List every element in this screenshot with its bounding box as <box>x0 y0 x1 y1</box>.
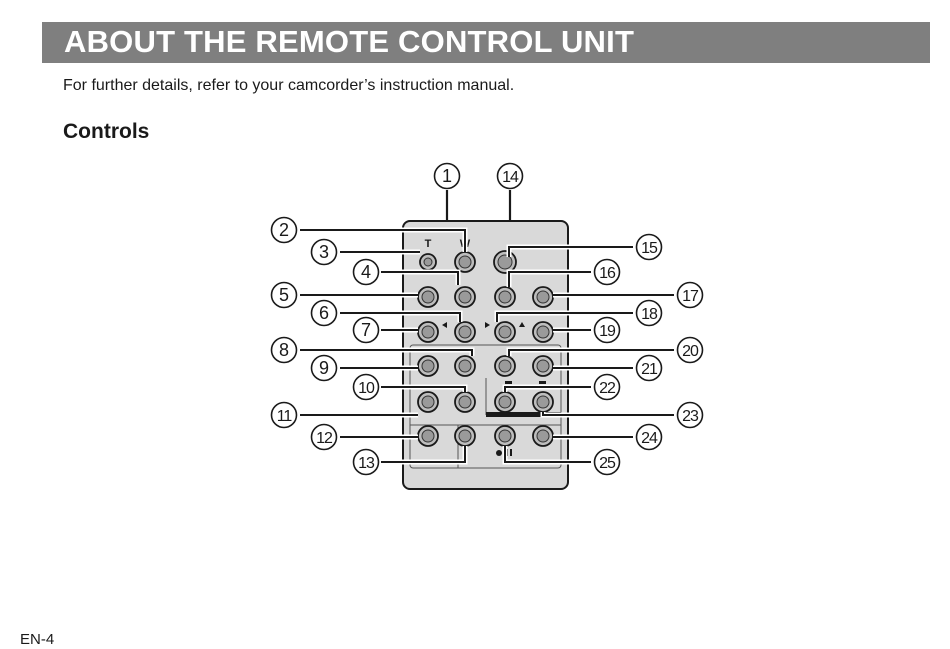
callout-number: 19 <box>599 323 616 340</box>
top-leaders <box>445 190 512 221</box>
intro-text: For further details, refer to your camco… <box>63 77 515 94</box>
leader-line <box>508 349 674 356</box>
leader-line <box>504 446 591 463</box>
leader-lines <box>300 227 674 465</box>
callout-number: 17 <box>682 288 699 305</box>
leader-line <box>381 271 459 285</box>
leader-line <box>496 312 633 322</box>
leader-line <box>542 412 674 416</box>
callout-20: 20 <box>676 336 704 364</box>
callout-number: 14 <box>502 169 519 186</box>
remote-button <box>494 355 516 377</box>
callout-number: 8 <box>279 340 289 360</box>
callout-number: 9 <box>319 358 329 378</box>
callout-number: 3 <box>319 242 329 262</box>
callout-number: 25 <box>599 455 616 472</box>
remote-button <box>419 253 437 271</box>
callout-number: 23 <box>682 408 699 425</box>
remote-button <box>454 321 476 343</box>
callout-15: 15 <box>635 233 663 261</box>
callout-number: 4 <box>361 262 371 282</box>
remote-button <box>417 321 439 343</box>
remote-button <box>532 425 554 447</box>
remote-black-band <box>486 412 561 417</box>
callout-17: 17 <box>676 281 704 309</box>
zoom-t-label: T <box>425 238 432 250</box>
callout-number: 6 <box>319 303 329 323</box>
callout-14: 14 <box>496 162 524 190</box>
callout-18: 18 <box>635 299 663 327</box>
remote-button <box>454 251 476 273</box>
leader-line <box>508 271 591 287</box>
callout-12: 12 <box>310 423 338 451</box>
remote-button <box>454 391 476 413</box>
leader-line <box>340 312 461 322</box>
callout-markers: 1234567891011121314151617181920212223242… <box>270 162 704 476</box>
callout-number: 11 <box>277 408 293 425</box>
callout-5: 5 <box>270 281 298 309</box>
remote-body <box>402 220 569 490</box>
callout-number: 21 <box>641 361 658 378</box>
header-bar: ABOUT THE REMOTE CONTROL UNIT <box>42 22 930 63</box>
callout-number: 1 <box>442 166 452 186</box>
leader-line <box>381 446 466 463</box>
callout-23: 23 <box>676 401 704 429</box>
callout-9: 9 <box>310 354 338 382</box>
remote-button <box>532 391 554 413</box>
remote-button <box>494 425 516 447</box>
remote-button <box>417 286 439 308</box>
callout-13: 13 <box>352 448 380 476</box>
callout-4: 4 <box>352 258 380 286</box>
callout-19: 19 <box>593 316 621 344</box>
callout-11: 11 <box>270 401 298 429</box>
leader-line <box>300 229 466 252</box>
remote-button <box>454 425 476 447</box>
callout-number: 12 <box>316 430 333 447</box>
remote-button <box>494 321 516 343</box>
callout-25: 25 <box>593 448 621 476</box>
callout-number: 10 <box>358 380 375 397</box>
remote-button <box>417 391 439 413</box>
remote-button <box>494 286 516 308</box>
page-number: EN-4 <box>20 631 55 648</box>
callout-number: 13 <box>358 455 375 472</box>
callout-number: 18 <box>641 306 658 323</box>
remote-button <box>532 355 554 377</box>
leader-line <box>381 386 466 392</box>
callout-21: 21 <box>635 354 663 382</box>
callout-1: 1 <box>433 162 461 190</box>
callout-number: 22 <box>599 380 616 397</box>
callout-7: 7 <box>352 316 380 344</box>
remote-button <box>454 286 476 308</box>
callout-number: 5 <box>279 285 289 305</box>
callout-16: 16 <box>593 258 621 286</box>
remote-buttons <box>417 250 554 447</box>
callout-22: 22 <box>593 373 621 401</box>
callout-number: 2 <box>279 220 289 240</box>
remote-button <box>454 355 476 377</box>
callout-number: 20 <box>682 343 699 360</box>
remote-button <box>532 321 554 343</box>
callout-number: 15 <box>641 240 658 257</box>
callout-6: 6 <box>310 299 338 327</box>
leader-line <box>300 349 473 356</box>
callout-8: 8 <box>270 336 298 364</box>
leader-line <box>508 246 633 257</box>
callout-number: 24 <box>641 430 658 447</box>
leader-line <box>504 386 591 392</box>
section-title: Controls <box>63 120 150 143</box>
remote-button <box>532 286 554 308</box>
remote-button <box>417 425 439 447</box>
callout-3: 3 <box>310 238 338 266</box>
callout-24: 24 <box>635 423 663 451</box>
callout-number: 7 <box>361 320 371 340</box>
callout-10: 10 <box>352 373 380 401</box>
remote-button <box>417 355 439 377</box>
callout-2: 2 <box>270 216 298 244</box>
remote-button <box>494 391 516 413</box>
page-title: ABOUT THE REMOTE CONTROL UNIT <box>64 24 635 59</box>
callout-number: 16 <box>599 265 616 282</box>
